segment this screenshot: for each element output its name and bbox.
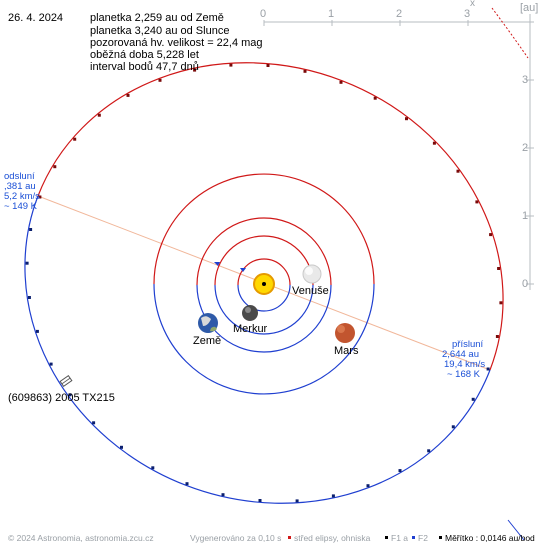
trajectory-point	[185, 482, 189, 486]
trajectory-point	[475, 200, 479, 204]
trajectory-point	[451, 425, 455, 429]
trajectory-point	[193, 68, 197, 72]
trajectory-point	[295, 499, 299, 503]
coordinate-axes	[263, 14, 534, 290]
trajectory-point	[373, 96, 377, 100]
scale-label: Měřítko : 0,0146 au/bod	[445, 533, 535, 543]
legend-f1-marker	[385, 536, 388, 539]
orbital-period-line: oběžná doba 5,228 let	[90, 49, 199, 61]
date-label: 26. 4. 2024	[8, 12, 64, 24]
point-interval-line: interval bodů 47,7 dnů	[90, 61, 199, 73]
perihelion-temperature: ~ 168 K	[447, 369, 481, 380]
aphelion-distance: ,381 au	[4, 181, 36, 192]
trajectory-point	[366, 484, 370, 488]
venus-planet-icon	[302, 264, 322, 284]
y-tick-3: 3	[522, 74, 529, 86]
trajectory-point	[126, 93, 130, 97]
trajectory-point	[92, 421, 96, 425]
copyright-text: © 2024 Astronomia, astronomia.zcu.cz	[8, 533, 154, 543]
trajectory-point	[489, 233, 493, 237]
trajectory-point	[38, 195, 42, 199]
asteroid-marker-icon	[59, 374, 73, 388]
aphelion-title: odsluní	[4, 171, 35, 182]
trajectory-point	[471, 397, 475, 401]
trajectory-point	[151, 466, 155, 470]
trajectory-point	[427, 449, 431, 453]
legend-center-marker	[288, 536, 291, 539]
venus-direction-marker	[214, 262, 220, 266]
trajectory-point	[49, 362, 53, 366]
aphelion-velocity: 5,2 km/s	[4, 191, 40, 202]
mercury-orbit	[237, 258, 291, 312]
trajectory-points	[25, 63, 503, 503]
distant-orbit-segment-2	[507, 519, 525, 541]
earth-planet-icon	[198, 313, 218, 333]
legend-center-label: střed elipsy, ohniska	[294, 533, 371, 543]
trajectory-point	[339, 80, 343, 84]
trajectory-point	[497, 267, 501, 270]
trajectory-point	[229, 63, 233, 67]
perihelion-title: přísluní	[452, 339, 484, 350]
trajectory-point	[456, 169, 460, 173]
magnitude-line: pozorovaná hv. velikost = 22,4 mag	[90, 37, 263, 49]
trajectory-point	[120, 445, 123, 449]
trajectory-point	[398, 469, 402, 473]
legend-f2-marker	[412, 536, 415, 539]
sun-icon	[253, 273, 275, 295]
asteroid-orbit	[24, 62, 504, 504]
unit-label: [au]	[520, 2, 539, 14]
trajectory-point	[27, 296, 31, 299]
perihelion-velocity: 19,4 km/s	[444, 359, 486, 370]
venus-orbit	[214, 235, 314, 335]
trajectory-point	[486, 367, 490, 371]
trajectory-point	[303, 69, 307, 73]
x-tick-0: 0	[260, 8, 267, 20]
trajectory-point	[221, 493, 225, 497]
trajectory-point	[35, 329, 39, 333]
y-tick-1: 1	[522, 210, 529, 222]
trajectory-point	[25, 261, 29, 265]
mercury-label: Merkur	[233, 323, 268, 335]
x-tick-3: 3	[464, 8, 471, 20]
trajectory-point	[73, 137, 77, 141]
legend-f2-label: F2	[418, 533, 428, 543]
aphelion-temperature: ~ 149 K	[4, 201, 38, 212]
trajectory-point	[495, 335, 499, 338]
x-tick-1: 1	[328, 8, 335, 20]
trajectory-point	[97, 113, 101, 117]
y-tick-2: 2	[522, 142, 529, 154]
trajectory-point	[258, 499, 262, 502]
x-axis-label: x	[470, 0, 475, 9]
trajectory-point	[499, 301, 503, 305]
mercury-planet-icon	[242, 305, 258, 321]
trajectory-point	[53, 165, 57, 169]
distant-orbit-segment	[491, 7, 529, 59]
trajectory-point	[432, 141, 436, 145]
trajectory-point	[331, 494, 335, 498]
trajectory-point	[29, 228, 33, 231]
trajectory-point	[405, 117, 408, 121]
trajectory-point	[158, 78, 162, 82]
trajectory-point	[266, 64, 270, 67]
sun-distance-line: planetka 3,240 au od Slunce	[90, 25, 230, 37]
mercury-direction-marker	[240, 268, 246, 272]
venus-label: Venuše	[292, 285, 329, 297]
legend-scale-marker	[439, 536, 442, 539]
legend-f1-label: F1 a	[391, 533, 409, 543]
perihelion-distance: 2,644 au	[442, 349, 479, 360]
earth-label: Země	[193, 335, 222, 347]
generated-time: Vygenerováno za 0,10 s	[190, 533, 282, 543]
trajectory-point	[68, 393, 72, 397]
x-tick-2: 2	[396, 8, 403, 20]
mars-planet-icon	[335, 323, 355, 343]
y-tick-0: 0	[522, 278, 529, 290]
earth-distance-line: planetka 2,259 au od Země	[90, 12, 224, 24]
mars-label: Mars	[334, 345, 359, 357]
mars-orbit	[153, 173, 375, 395]
asteroid-label: (609863) 2005 TX215	[8, 392, 115, 404]
